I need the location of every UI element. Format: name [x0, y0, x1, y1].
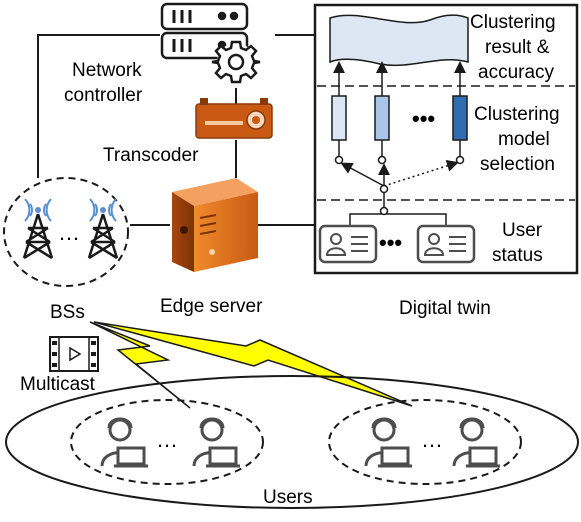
model-selection-label-1: Clustering: [474, 104, 560, 125]
network-controller: Network controller: [64, 2, 261, 106]
edge-server-icon: [172, 178, 258, 272]
model-bar-1: [331, 95, 347, 141]
user-status-label-2: status: [492, 245, 543, 266]
users-group: … … Users: [5, 375, 579, 509]
gear-icon: [211, 40, 261, 84]
network-controller-label-2: controller: [64, 85, 143, 106]
model-bar-2: [374, 95, 390, 141]
users-label: Users: [263, 487, 313, 508]
edge-server-label: Edge server: [160, 296, 263, 317]
network-controller-label-1: Network: [72, 60, 142, 81]
model-dots: •••: [412, 106, 435, 131]
transcoder-icon: [195, 98, 273, 139]
user-laptop-icon: [364, 417, 412, 468]
edge-server: Edge server: [160, 178, 263, 317]
model-selection-label-3: selection: [480, 154, 555, 175]
lightning-icon: [89, 321, 413, 409]
model-selection-label-2: model: [498, 129, 550, 150]
user-laptop-icon: [100, 417, 148, 468]
digital-twin-label: Digital twin: [399, 298, 491, 319]
user-status-dots: •••: [379, 230, 402, 255]
multicast-label: Multicast: [20, 374, 96, 395]
user-laptop-icon: [192, 417, 240, 468]
user-id-card-icon: [318, 224, 378, 264]
bss-label: BSs: [50, 302, 85, 323]
user-laptop-icon: [452, 417, 500, 468]
model-bar-3: [452, 95, 468, 141]
multicast: Multicast: [20, 336, 99, 395]
users-ellipsis-1: …: [156, 427, 178, 452]
transcoder: Transcoder: [103, 98, 273, 166]
connection-lines: [37, 34, 315, 226]
users-ellipsis-2: …: [421, 427, 443, 452]
video-file-icon: [49, 336, 99, 372]
base-stations: … BSs: [3, 177, 129, 323]
digital-twin-panel: Clustering result & accuracy •••: [313, 3, 579, 319]
user-status-label-1: User: [502, 220, 543, 241]
link-bs-to-controller: [37, 34, 160, 178]
antenna-tower-icon: [87, 198, 119, 260]
result-label-3: accuracy: [478, 62, 555, 83]
bs-ellipsis: …: [58, 220, 80, 245]
antenna-tower-icon: [22, 198, 54, 260]
clustering-result-banner: [329, 14, 469, 67]
server-rack-icon: [160, 2, 249, 60]
transcoder-label: Transcoder: [103, 145, 199, 166]
user-id-card-icon: [416, 224, 476, 264]
result-label-1: Clustering: [470, 12, 556, 33]
result-label-2: result &: [485, 37, 550, 58]
